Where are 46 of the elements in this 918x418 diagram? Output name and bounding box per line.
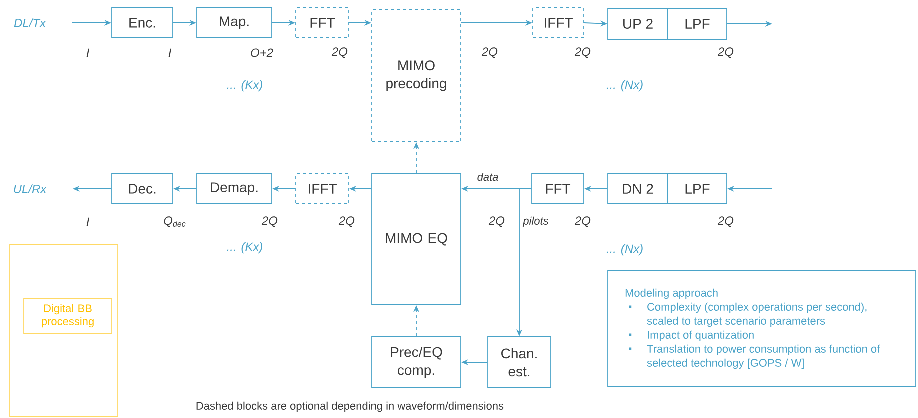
repeat-label: ... (Nx): [606, 80, 643, 92]
legend-frame: [10, 244, 118, 418]
process-block: FFT: [532, 174, 584, 204]
optional-block: FFT: [296, 8, 350, 38]
legend-box: Digital BB processing: [24, 298, 112, 334]
process-block: Chan. est.: [488, 336, 552, 388]
bullet-item: Translation to power consumption as function of selected technology [GOPS / W]: [647, 344, 880, 370]
bullet-item: Complexity (complex operations per second), scaled to target scenario parameters: [647, 302, 867, 328]
process-block: Enc.: [112, 8, 174, 38]
flow-label: UL/Rx: [14, 184, 48, 194]
signal-width: Q$_{dec}$: [164, 216, 186, 228]
signal-width: 2Q: [332, 48, 348, 58]
signal-width: 2Q: [488, 216, 505, 228]
repeat-label: ... (Kx): [227, 80, 262, 92]
signal-width: 2Q: [338, 216, 355, 228]
process-block: UP 2: [608, 8, 668, 40]
flow-label: DL/Tx: [14, 18, 46, 28]
process-block: LPF: [668, 174, 728, 204]
signal-width: I: [86, 48, 90, 58]
process-block: Demap.: [196, 174, 272, 204]
repeat-label: ... (Kx): [227, 242, 262, 254]
signal-width: 2Q: [574, 216, 591, 228]
repeat-label: ... (Nx): [606, 244, 643, 256]
signal-width: 2Q: [482, 48, 498, 58]
signal-width: I: [86, 218, 90, 226]
note-box: [608, 270, 916, 388]
process-block: Map.: [196, 8, 272, 38]
signal-width: 2Q: [718, 216, 734, 228]
edge-label: data: [476, 172, 500, 182]
optional-block: IFFT: [532, 8, 584, 38]
optional-block: IFFT: [296, 174, 350, 204]
process-block: LPF: [668, 8, 728, 40]
footnote: Dashed blocks are optional depending in waveform/dimensions: [196, 402, 504, 412]
box-heading: Modeling approach: [626, 288, 718, 300]
signal-width: 2Q: [574, 48, 591, 58]
signal-width: I: [168, 48, 172, 58]
signal-width: 2Q: [718, 48, 734, 58]
process-block: Prec/EQ comp.: [372, 336, 462, 388]
process-block: Dec.: [112, 174, 174, 204]
signal-width: 2Q: [262, 216, 278, 228]
edge-label: pilots: [522, 216, 550, 228]
bullet-item: Impact of quantization: [648, 330, 754, 342]
process-block: DN 2: [608, 174, 668, 204]
optional-block: MIMO precoding: [372, 10, 462, 142]
process-block: MIMO EQ: [372, 174, 462, 306]
signal-width: O+2: [251, 48, 274, 58]
